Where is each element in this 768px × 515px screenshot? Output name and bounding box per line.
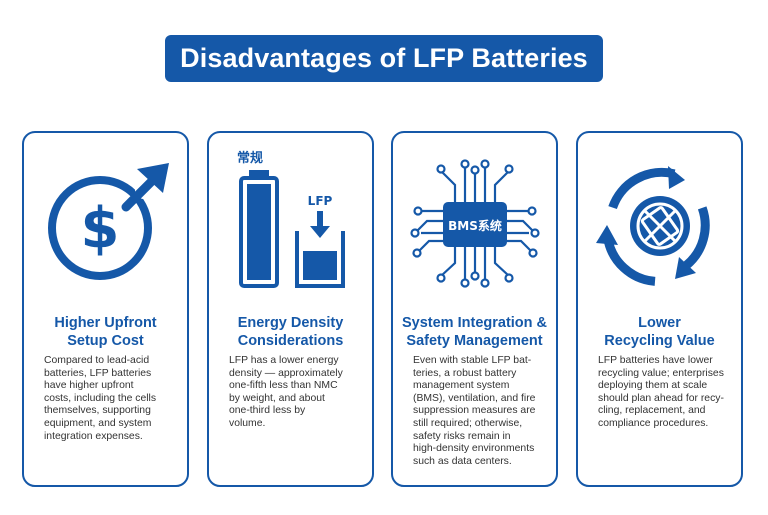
card-body: LFP has a lower energy density — approxi… — [229, 355, 343, 429]
bms-chip-icon: BMS系统 — [410, 159, 540, 288]
battery-comparison-icon: 常规 LFP — [237, 150, 345, 288]
card-body: LFP batteries have lower recycling value… — [598, 355, 724, 429]
page-title: Disadvantages of LFP Batteries — [165, 35, 603, 82]
conventional-label: 常规 — [237, 150, 263, 166]
recycling-battery-icon — [596, 166, 710, 286]
card-body: Even with stable LFP bat- teries, a robu… — [413, 355, 536, 467]
svg-text:$: $ — [81, 196, 120, 261]
card-body: Compared to lead-acid batteries, LFP bat… — [44, 355, 157, 442]
card-higher-upfront-cost: $ Higher Upfront Setup Cost Compared to … — [22, 131, 189, 487]
card-heading: Lower Recycling Value — [604, 315, 715, 349]
card-energy-density: 常规 LFP Energy Density Considerations LFP… — [207, 131, 374, 487]
card-heading: System Integration & Safety Management — [401, 315, 548, 349]
chip-label: BMS系统 — [448, 218, 502, 233]
card-recycling-value: Lower Recycling Value LFP batteries have… — [576, 131, 743, 487]
lfp-label: LFP — [308, 194, 333, 208]
dollar-up-arrow-icon: $ — [48, 160, 174, 280]
card-system-integration: BMS系统 System Integration & Safety Manage… — [391, 131, 558, 487]
card-heading: Energy Density Considerations — [237, 315, 344, 349]
card-heading: Higher Upfront Setup Cost — [54, 315, 157, 349]
